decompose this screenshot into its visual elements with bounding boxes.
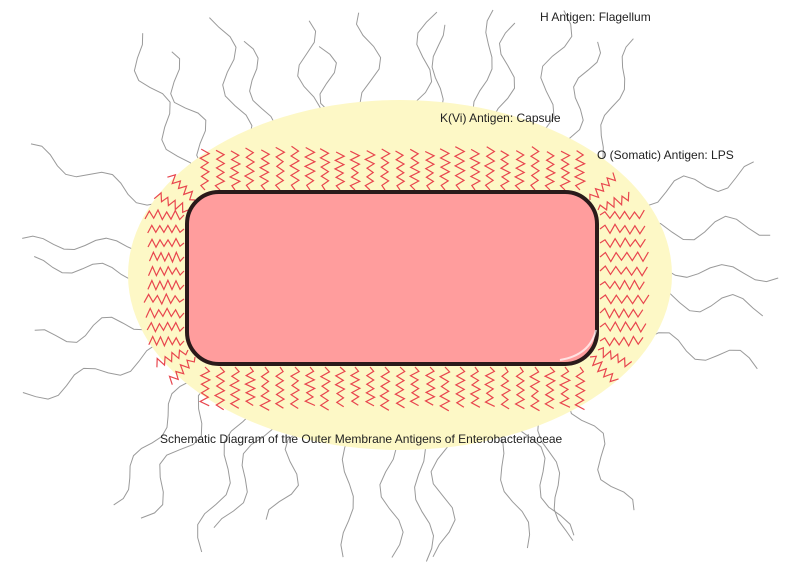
cell-body [187,192,597,364]
k-antigen-label: K(Vi) Antigen: Capsule [440,111,561,125]
o-antigen-label: O (Somatic) Antigen: LPS [597,148,734,162]
diagram-caption: Schematic Diagram of the Outer Membrane … [160,432,562,446]
h-antigen-label: H Antigen: Flagellum [540,10,651,24]
